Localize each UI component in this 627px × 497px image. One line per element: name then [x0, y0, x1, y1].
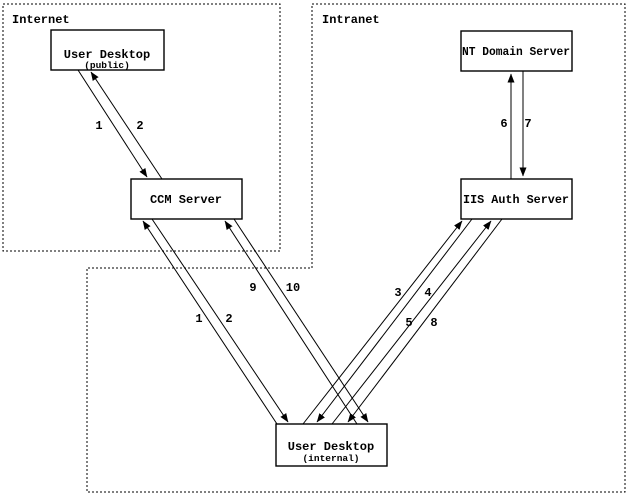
node-sublabel: (internal) — [302, 453, 359, 464]
arrow-label-8: 8 — [430, 316, 437, 330]
arrow-label-5: 5 — [405, 316, 412, 330]
node-box — [50, 29, 165, 71]
node-ccm-server: CCM Server — [130, 178, 243, 220]
arrow-label-4: 4 — [424, 286, 431, 300]
node-box — [460, 30, 573, 72]
arrow-8-iis-to-internal-line — [347, 218, 503, 423]
intranet-zone-border — [86, 3, 626, 493]
node-label: User Desktop — [64, 48, 150, 62]
node-label: NT Domain Server — [462, 45, 570, 59]
arrow-3-internal-to-iis-line — [302, 220, 463, 425]
arrow-label-3: 3 — [394, 286, 401, 300]
arrow-9-internal-to-ccm-line — [224, 220, 358, 425]
node-box — [130, 178, 243, 220]
node-sublabel: (public) — [84, 60, 130, 71]
node-box — [275, 423, 388, 467]
node-box — [460, 178, 573, 220]
arrow-2-ccm-to-internal-line — [151, 218, 289, 423]
arrow-label-6: 6 — [500, 117, 507, 131]
arrow-5-internal-to-iis-line — [331, 220, 492, 425]
arrow-4-iis-to-internal-line — [316, 218, 473, 423]
arrow-label-2-internet: 2 — [136, 119, 143, 133]
node-nt-domain-server: NT Domain Server — [460, 30, 573, 72]
internet-zone-label: Internet — [12, 13, 70, 27]
arrow-2-ccm-to-public-line — [90, 71, 163, 180]
node-label: CCM Server — [150, 193, 222, 207]
node-label: User Desktop — [288, 440, 374, 454]
node-user-desktop-internal: User Desktop (internal) — [275, 423, 388, 467]
node-label: IIS Auth Server — [463, 193, 569, 207]
arrow-label-2-internal: 2 — [225, 312, 232, 326]
arrow-1-public-to-ccm-line — [77, 69, 148, 178]
intranet-zone-label: Intranet — [322, 13, 380, 27]
arrow-10-ccm-to-internal-line — [233, 218, 369, 423]
internet-zone-border — [2, 3, 281, 252]
node-user-desktop-public: User Desktop (public) — [50, 29, 165, 71]
node-iis-auth-server: IIS Auth Server — [460, 178, 573, 220]
arrow-label-7: 7 — [524, 117, 531, 131]
arrow-label-1-internal: 1 — [195, 312, 202, 326]
arrow-label-1-internet: 1 — [95, 119, 102, 133]
arrow-1-internal-to-ccm-line — [142, 220, 278, 425]
arrow-label-9: 9 — [249, 281, 256, 295]
arrow-label-10: 10 — [286, 281, 300, 295]
